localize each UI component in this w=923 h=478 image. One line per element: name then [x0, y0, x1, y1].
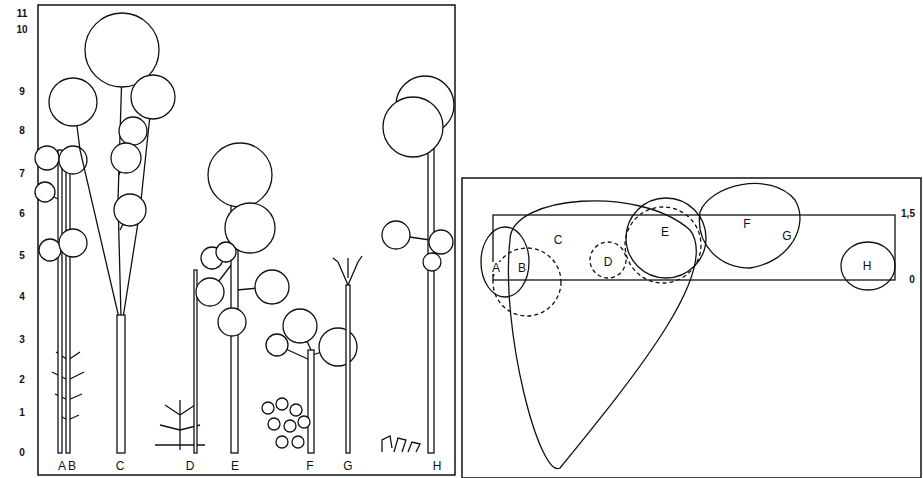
tree-letter: F [305, 460, 314, 472]
height-tick: 5 [18, 251, 26, 261]
crown-letter: F [742, 218, 751, 230]
height-tick: 7 [18, 169, 26, 179]
height-tick: 9 [18, 87, 26, 97]
tree-letter: D [185, 460, 196, 472]
height-tick: 0 [18, 448, 26, 458]
band-height: 0 [908, 275, 916, 285]
tree-letter: A [57, 460, 67, 472]
height-tick: 6 [18, 209, 26, 219]
crown-letter: E [660, 226, 670, 238]
height-tick: 11 [16, 9, 29, 19]
tree-letter: C [115, 460, 126, 472]
tree-letter: G [342, 460, 353, 472]
height-tick: 1 [18, 408, 26, 418]
tree-letter: B [67, 460, 77, 472]
crown-letter: B [517, 262, 527, 274]
profile-frame [38, 5, 455, 475]
tree-letter: H [432, 460, 443, 472]
crown-letter: A [491, 262, 501, 274]
crown-letter: G [781, 230, 792, 242]
projection-frame [462, 178, 921, 478]
height-tick: 4 [18, 292, 26, 302]
height-tick: 10 [15, 25, 28, 35]
crown-projections [481, 183, 895, 468]
crown-letter: D [603, 256, 614, 268]
height-tick: 8 [18, 126, 26, 136]
height-tick: 3 [18, 335, 26, 345]
crown-letter: H [862, 260, 873, 272]
band-height: 1,5 [900, 209, 916, 219]
height-tick: 2 [18, 375, 26, 385]
tree-letter: E [230, 460, 240, 472]
crown-letter: C [553, 234, 564, 246]
tree-drawings [35, 13, 454, 453]
